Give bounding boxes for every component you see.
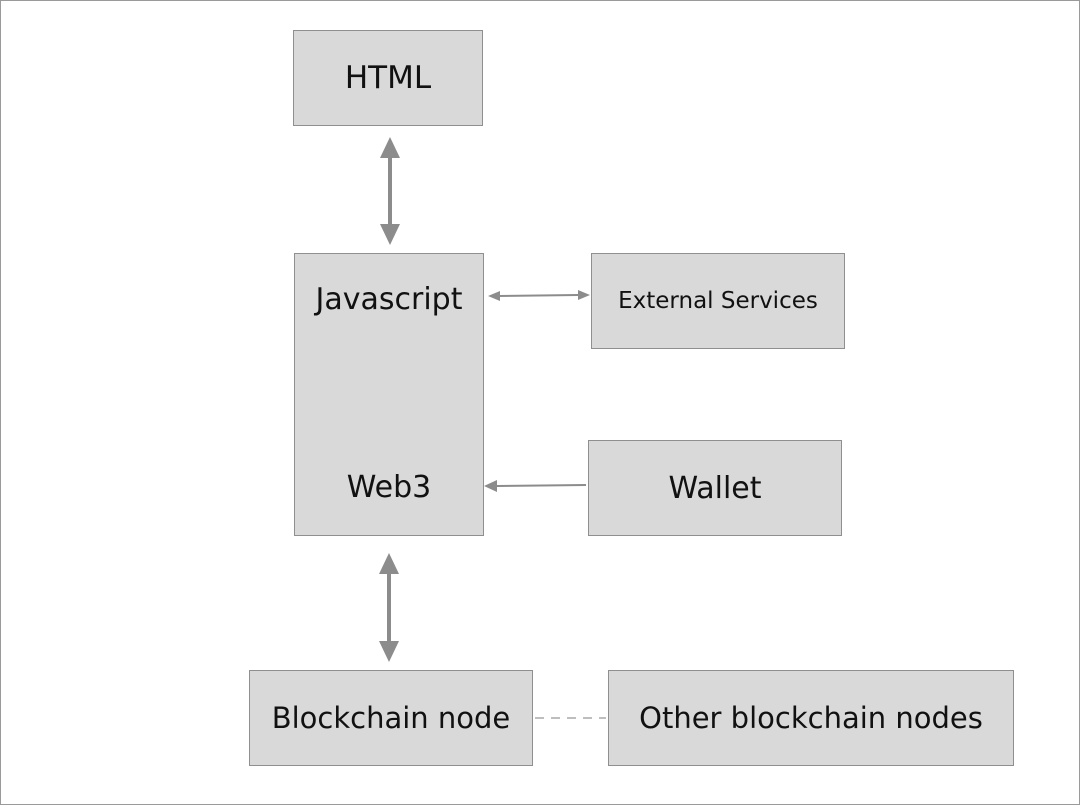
other-blockchain-nodes-box: Other blockchain nodes xyxy=(608,670,1014,766)
blockchain-node-label: Blockchain node xyxy=(271,701,511,735)
javascript-web3-box: Javascript Web3 xyxy=(294,253,484,536)
html-label: HTML xyxy=(344,60,432,96)
javascript-label: Javascript xyxy=(315,282,463,317)
external-services-label: External Services xyxy=(618,288,818,314)
wallet-box: Wallet xyxy=(588,440,842,536)
other-blockchain-nodes-label: Other blockchain nodes xyxy=(639,701,983,735)
blockchain-node-box: Blockchain node xyxy=(249,670,533,766)
web3-label: Web3 xyxy=(346,470,432,505)
external-services-box: External Services xyxy=(591,253,845,349)
wallet-label: Wallet xyxy=(668,470,762,506)
html-box: HTML xyxy=(293,30,483,126)
